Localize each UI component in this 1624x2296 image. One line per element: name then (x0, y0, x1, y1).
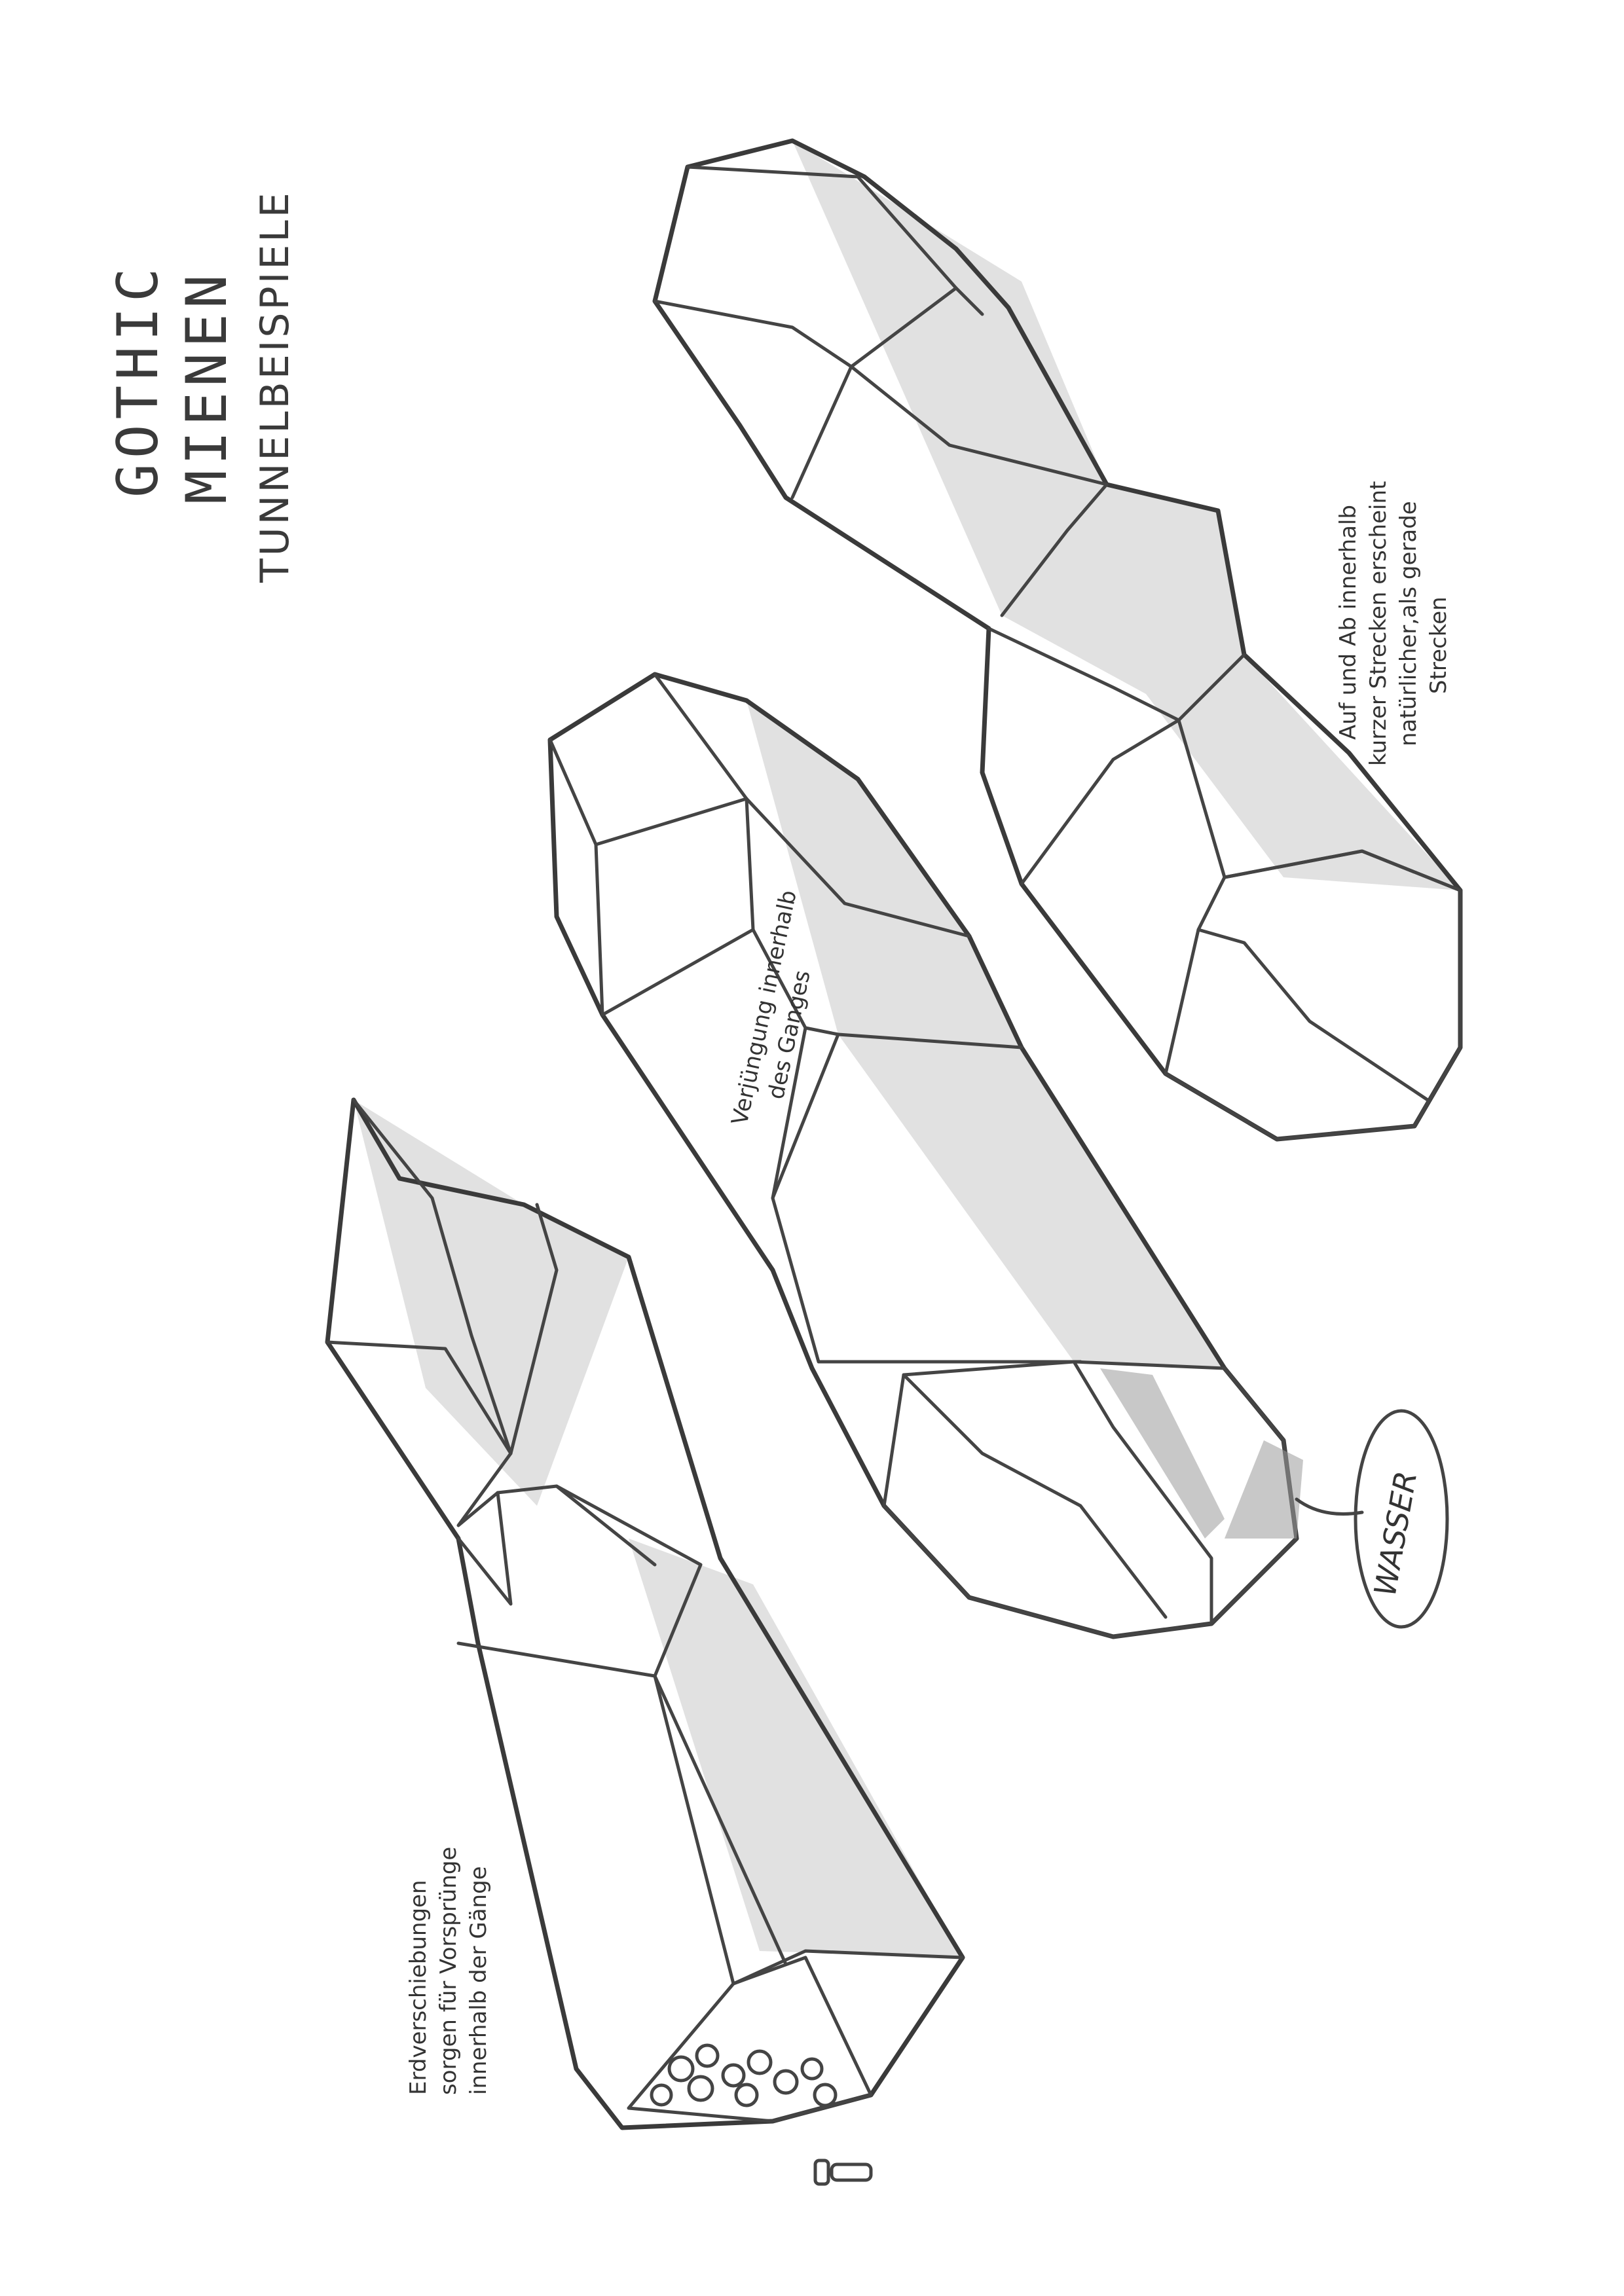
tunnel-top-end-face-inner (1198, 930, 1428, 1100)
annotation-bottom-line-1: Erdverschiebungen (405, 1880, 432, 2095)
tunnel-middle-water-pool (1225, 1440, 1303, 1539)
water-callout: WASSER (1356, 1411, 1447, 1627)
annotation-top-line-3: natürlicher,als gerade (1395, 501, 1422, 746)
annotation-top-line-2: kurzer Strecken erscheint (1365, 481, 1392, 766)
annotation-bottom-line-2: sorgen für Vorsprünge (435, 1847, 462, 2095)
title-line-tunnelbeispiele: TUNNELBEISPIELE (252, 190, 298, 583)
tunnel-bottom-shaded-wall-2 (629, 1539, 963, 1958)
tunnel-bottom-rubble (652, 2045, 836, 2105)
tunnel-top-edge-6 (1022, 720, 1179, 884)
tunnel-bottom-edge-3 (458, 1453, 655, 1565)
tunnel-middle-end-face-inner (904, 1375, 1166, 1617)
annotation-top-tunnel: Auf und Ab innerhalb kurzer Strecken ers… (1335, 481, 1452, 766)
title-line-mienen: MIENEN (174, 269, 240, 504)
tunnel-middle-edge-5 (602, 930, 753, 1015)
annotation-top-line-1: Auf und Ab innerhalb (1335, 505, 1361, 740)
tunnel-middle-water-leader (1297, 1499, 1362, 1514)
page-mark (815, 2160, 871, 2184)
tunnel-middle-shaded-wall (747, 701, 1225, 1368)
tunnel-middle-water-channel (1100, 1368, 1225, 1539)
annotation-bottom-line-3: innerhalb der Gänge (466, 1866, 492, 2095)
tunnel-middle-edge-3 (596, 799, 747, 845)
annotation-top-line-4: Strecken (1426, 596, 1452, 694)
tunnel-top-end-face (1166, 851, 1460, 1139)
annotation-bottom-tunnel: Erdverschiebungen sorgen für Vorsprünge … (405, 1847, 492, 2095)
tunnel-middle-edge-1 (550, 740, 602, 1015)
tunnel-middle-end-face (884, 1362, 1297, 1637)
water-label: WASSER (1367, 1468, 1424, 1599)
title-line-gothic: GOTHIC (105, 263, 171, 498)
title-block: GOTHIC MIENEN TUNNELBEISPIELE (105, 190, 298, 583)
